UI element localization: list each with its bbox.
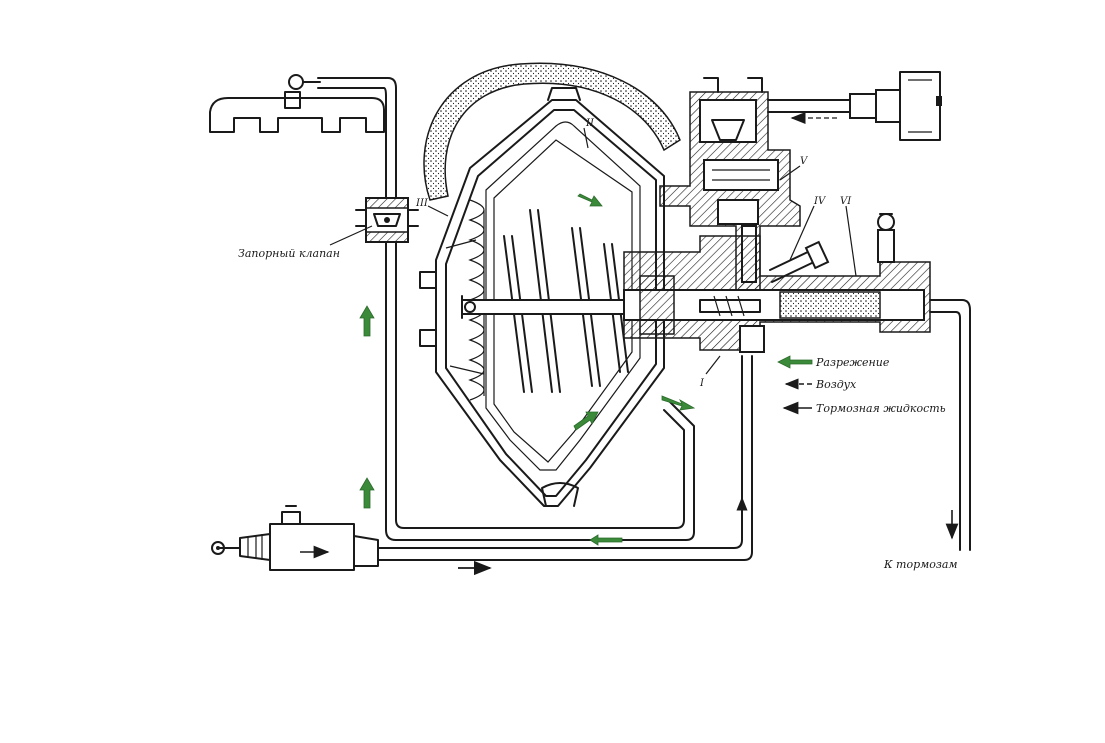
- legend-vacuum-arrow: [777, 355, 813, 369]
- check-valve-label: Запорный клапан: [238, 247, 340, 260]
- legend-item-air: Воздух: [784, 378, 857, 391]
- legend-item-vacuum: Разрежение: [777, 355, 890, 369]
- legend-item-fluid: Тормозная жидкость: [782, 401, 946, 415]
- vacuum-hose: [423, 62, 681, 201]
- fluid-flow-arrows: [458, 496, 748, 576]
- svg-text:I: I: [699, 378, 705, 389]
- svg-text:V: V: [800, 156, 809, 167]
- master-cylinder: [211, 505, 379, 571]
- air-filter: [767, 71, 942, 141]
- callout-III: III: [415, 198, 449, 217]
- callout-VI: VI: [840, 196, 857, 277]
- legend-vacuum-label: Разрежение: [815, 356, 890, 369]
- callout-V: V: [779, 156, 809, 181]
- legend-fluid-label: Тормозная жидкость: [816, 402, 946, 415]
- vacuum-flow-arrows: [359, 193, 696, 546]
- to-brakes-label: К тормозам: [883, 558, 958, 571]
- svg-text:III: III: [415, 198, 429, 209]
- svg-text:VI: VI: [840, 196, 852, 207]
- callout-I: I: [699, 355, 721, 389]
- check-valve-leader: [329, 225, 373, 246]
- callout-II: II: [583, 118, 595, 149]
- svg-text:II: II: [585, 118, 595, 129]
- intake-manifold: [209, 74, 385, 133]
- brake-line-input: [377, 355, 753, 561]
- legend-air-label: Воздух: [815, 378, 857, 391]
- legend: Разрежение Воздух Тормозная жидкость: [777, 355, 946, 415]
- svg-text:IV: IV: [813, 196, 827, 207]
- vacuum-pipe-left: [317, 77, 695, 541]
- callout-IV: IV: [789, 196, 827, 261]
- vacuum-chamber: [419, 87, 665, 507]
- check-valve: [355, 197, 419, 243]
- hydraulic-cylinder: [623, 213, 931, 353]
- brake-line-output: [929, 299, 971, 551]
